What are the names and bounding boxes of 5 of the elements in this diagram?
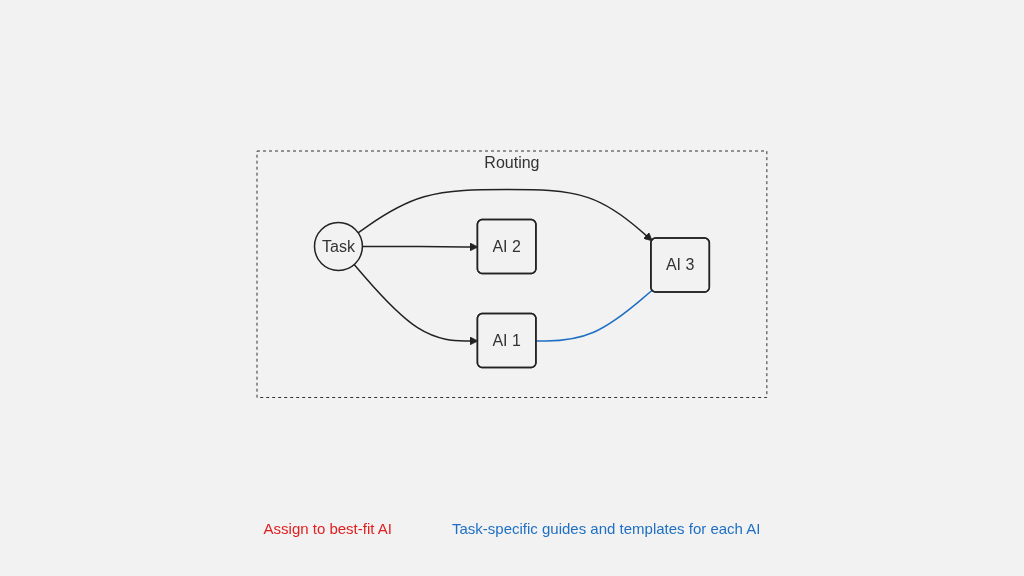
- note-text: Task-specific guides and templates for each AI: [451, 519, 761, 537]
- node-circle: Task: [313, 222, 364, 272]
- arrow: [357, 189, 653, 242]
- connector: [535, 289, 653, 342]
- note-text: Assign to best-fit AI: [263, 519, 392, 537]
